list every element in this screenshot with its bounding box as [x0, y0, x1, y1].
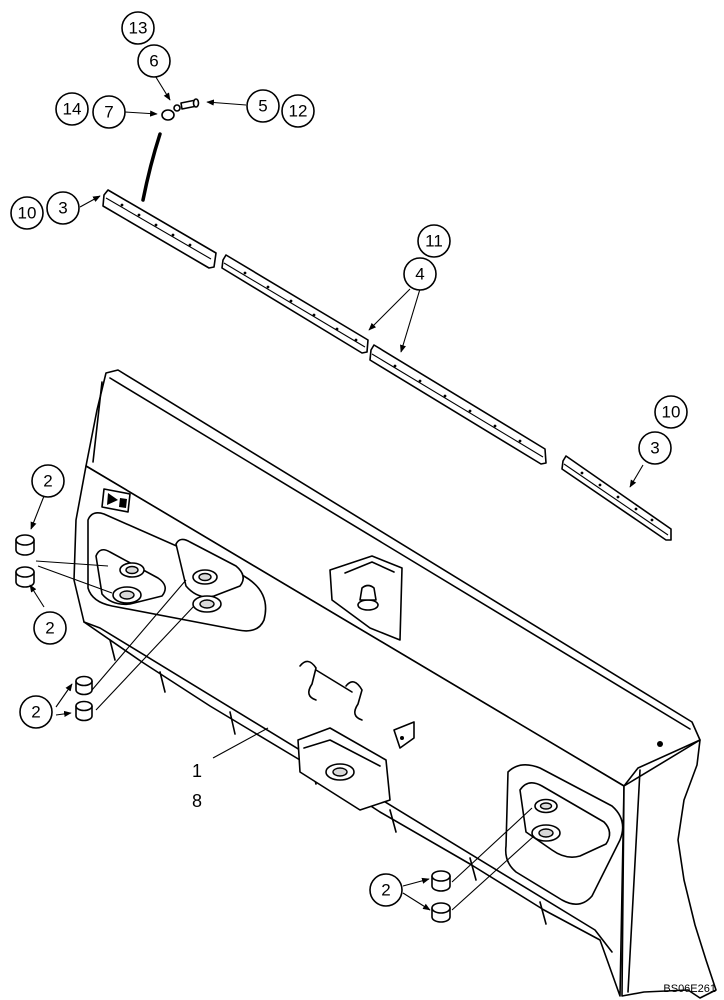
callout-2-left-low: 2 — [19, 695, 53, 729]
callout-3-right: 3 — [638, 431, 672, 465]
bolt-path-curve — [141, 132, 162, 202]
callout-3-left: 3 — [46, 191, 80, 225]
center-hooks — [299, 660, 415, 749]
callout-12: 12 — [281, 94, 315, 128]
callout-2-right: 2 — [369, 873, 403, 907]
svg-text:2: 2 — [43, 472, 52, 491]
svg-text:11: 11 — [425, 232, 443, 251]
left-center-cutting-edge — [221, 254, 369, 354]
callouts: 13 6 14 7 5 12 10 3 11 4 10 3 2 2 2 2 — [10, 11, 688, 907]
svg-text:14: 14 — [63, 100, 82, 119]
callout-13: 13 — [121, 11, 155, 45]
lower-center-bracket — [297, 727, 391, 811]
main-label-1: 1 — [192, 761, 202, 781]
left-end-bit — [102, 189, 217, 269]
svg-text:6: 6 — [149, 52, 158, 71]
bolt-part — [180, 98, 200, 110]
drawing-code: BS06E261 — [663, 983, 716, 995]
svg-text:12: 12 — [289, 102, 308, 121]
left-trunnion-mount — [87, 512, 267, 632]
svg-text:3: 3 — [650, 439, 659, 458]
svg-text:2: 2 — [381, 881, 390, 900]
callout-10-right: 10 — [654, 395, 688, 429]
callout-10-left: 10 — [10, 196, 44, 230]
right-trunnion-mount — [504, 764, 624, 905]
bushing-set-upper — [15, 534, 35, 588]
svg-text:4: 4 — [415, 265, 424, 284]
svg-text:7: 7 — [104, 103, 113, 122]
callout-14: 14 — [55, 92, 89, 126]
svg-text:2: 2 — [31, 703, 40, 722]
svg-text:10: 10 — [18, 204, 37, 223]
callout-7: 7 — [92, 95, 126, 129]
center-cylinder-bracket — [329, 555, 403, 641]
bushing-part — [75, 675, 93, 696]
svg-text:3: 3 — [58, 199, 67, 218]
svg-text:10: 10 — [662, 403, 681, 422]
callout-2-top: 2 — [31, 464, 65, 498]
bushing-part — [15, 534, 35, 556]
bushing-part — [431, 870, 451, 892]
bushing-set-left-lower — [75, 675, 93, 722]
leader-lines — [29, 73, 644, 911]
svg-text:5: 5 — [258, 97, 267, 116]
callout-2-left-mid: 2 — [33, 611, 67, 645]
callout-5: 5 — [246, 89, 280, 123]
right-center-cutting-edge — [369, 344, 547, 465]
bushing-set-right — [431, 870, 451, 923]
hardware-group — [141, 98, 200, 202]
bushing-part — [75, 700, 93, 722]
callout-6: 6 — [137, 44, 171, 78]
lock-washer-part — [173, 104, 181, 112]
nut-part — [161, 109, 175, 121]
callout-4: 4 — [403, 257, 437, 291]
right-end-bit — [561, 455, 672, 541]
svg-text:2: 2 — [45, 619, 54, 638]
callout-11: 11 — [417, 224, 451, 258]
bushing-part — [431, 902, 451, 923]
svg-text:13: 13 — [129, 19, 148, 38]
main-label-8: 8 — [192, 791, 202, 811]
bushing-part — [15, 566, 35, 588]
